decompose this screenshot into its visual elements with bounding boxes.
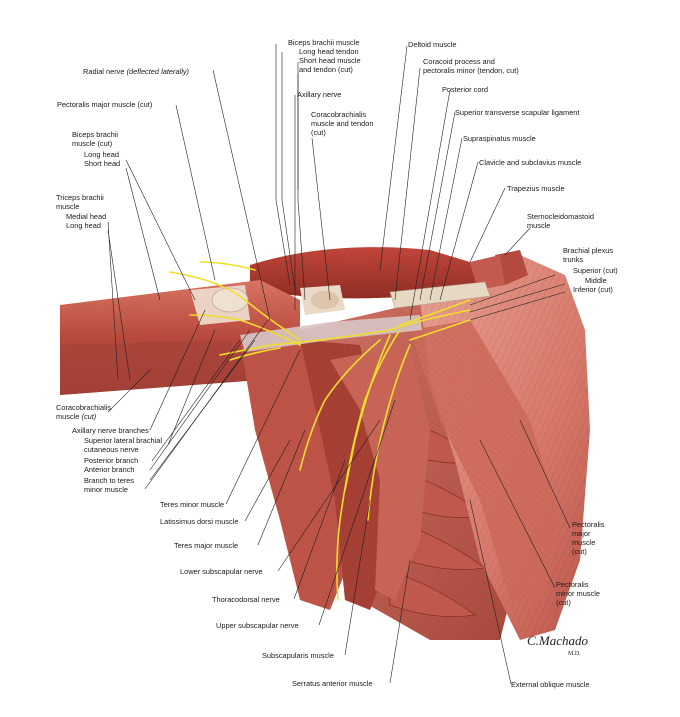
label-pec-minor-right-3: (cut) [556,598,571,607]
label-sup-lateral-brachial-1: Superior lateral brachial [84,436,163,445]
label-coracobrachialis-2: muscle and tendon [311,119,374,128]
biceps-stump [211,287,249,313]
label-trunk-middle: Middle [585,276,607,285]
label-axillary-branches: Axillary nerve branches [72,426,149,435]
trapezius [470,255,505,290]
label-medial-head: Medial head [66,212,107,221]
label-anterior-branch: Anterior branch [84,465,135,474]
label-lower-subscapular: Lower subscapular nerve [180,567,263,576]
leader-lines [107,44,571,685]
label-branch-teres-2: minor muscle [84,485,128,494]
axillary-vessels [240,315,422,352]
label-posterior-branch: Posterior branch [84,456,139,465]
label-pec-major-right-4: (cut) [572,547,587,556]
label-coracoid-process: Coracoid process and [423,57,495,66]
label-upper-subscapular: Upper subscapular nerve [216,621,299,630]
label-teres-major: Teres major muscle [174,541,239,550]
label-pec-major-right-3: muscle [572,538,596,547]
label-radial-nerve: Radial nerve (deflected laterally) [83,67,190,76]
label-coracobrachialis-3: (cut) [311,128,326,137]
label-sup-lateral-brachial-2: cutaneous nerve [84,445,139,454]
label-biceps-brachii: Biceps brachii muscle [288,38,360,47]
label-supraspinatus: Supraspinatus muscle [463,134,536,143]
label-long-head-tendon: Long head tendon [299,47,359,56]
label-trapezius: Trapezius muscle [507,184,565,193]
signature-sub: M.D. [568,651,581,657]
signature: C.Machado [527,633,589,648]
label-long-head: Long head [84,150,119,159]
label-pec-minor-right-1: Pectoralis [556,580,589,589]
label-coracobrachialis-cut-2: muscle (cut) [56,412,97,421]
label-latissimus-dorsi: Latissimus dorsi muscle [160,517,239,526]
label-pec-major-cut: Pectoralis major muscle (cut) [57,100,153,109]
label-serratus-anterior: Serratus anterior muscle [292,679,373,688]
label-triceps-1: Triceps brachii [56,193,104,202]
brachial-plexus-nerves [169,261,471,601]
label-coracobrachialis-1: Coracobrachialis [311,110,367,119]
label-coracobrachialis-cut-1: Coracobrachialis [56,403,112,412]
label-trunk-superior: Superior (cut) [573,266,618,275]
label-trunk-inferior: Inferior (cut) [573,285,613,294]
triceps [60,340,250,395]
label-biceps-cut-2: muscle (cut) [72,139,113,148]
label-deltoid: Deltoid muscle [408,40,457,49]
label-pec-major-right-2: major [572,529,591,538]
label-subscapularis: Subscapularis muscle [262,651,334,660]
label-biceps-cut-1: Biceps brachii [72,130,119,139]
label-triceps-2: muscle [56,202,80,211]
label-axillary-nerve: Axillary nerve [297,90,342,99]
clavicle [389,281,491,309]
label-external-oblique: External oblique muscle [511,680,590,689]
label-thoracodorsal: Thoracodorsal nerve [212,595,280,604]
label-and-tendon: and tendon (cut) [299,65,353,74]
label-short-head: Short head muscle [299,56,361,65]
label-brachial-plexus-2: trunks [563,255,584,264]
label-clavicle-subclavius: Clavicle and subclavius muscle [479,158,582,167]
label-brachial-plexus-1: Brachial plexus [563,246,614,255]
label-pec-major-right-1: Pectoralis [572,520,605,529]
label-sup-transverse-ligament: Superior transverse scapular ligament [455,108,580,117]
label-branch-teres-1: Branch to teres [84,476,135,485]
label-short-head-left: Short head [84,159,121,168]
label-long-head-triceps: Long head [66,221,101,230]
label-sternocleidomastoid-1: Sternocleidomastoid [527,212,594,221]
label-pec-minor-right-2: minor muscle [556,589,600,598]
label-teres-minor: Teres minor muscle [160,500,225,509]
label-sternocleidomastoid-2: muscle [527,221,551,230]
label-posterior-cord: Posterior cord [442,85,489,94]
label-pec-minor-tendon: pectoralis minor (tendon, cut) [423,66,519,75]
